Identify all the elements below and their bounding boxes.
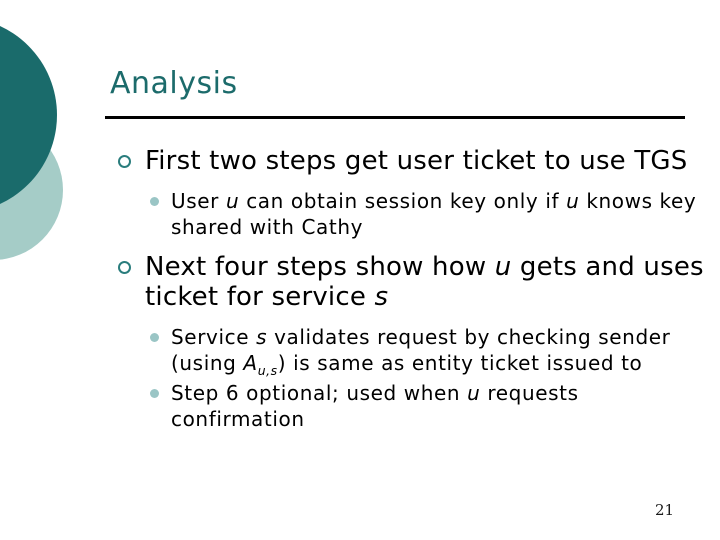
hollow-circle-bullet-icon — [118, 155, 131, 168]
bullet-list: First two steps get user ticket to use T… — [112, 140, 704, 432]
title-underline — [105, 116, 685, 119]
bullet-text: Step 6 optional; used when u requests co… — [171, 381, 579, 431]
sub-bullet-item: Step 6 optional; used when u requests co… — [112, 380, 704, 432]
bullet-text: Next four steps show how u gets and uses… — [145, 252, 704, 312]
slide-title: Analysis — [110, 66, 238, 101]
sub-bullet-item: User u can obtain session key only if u … — [112, 188, 704, 240]
sub-bullet-item: Service s validates request by checking … — [112, 324, 704, 378]
bullet-text: User u can obtain session key only if u … — [171, 189, 697, 239]
bullet-item: Next four steps show how u gets and uses… — [112, 252, 704, 312]
filled-dot-bullet-icon — [150, 333, 159, 342]
filled-dot-bullet-icon — [150, 197, 159, 206]
page-number: 21 — [655, 501, 675, 519]
bullet-item: First two steps get user ticket to use T… — [112, 146, 704, 176]
filled-dot-bullet-icon — [150, 389, 159, 398]
hollow-circle-bullet-icon — [118, 261, 131, 274]
bullet-text: Service s validates request by checking … — [171, 325, 671, 378]
bullet-text: First two steps get user ticket to use T… — [145, 146, 688, 176]
